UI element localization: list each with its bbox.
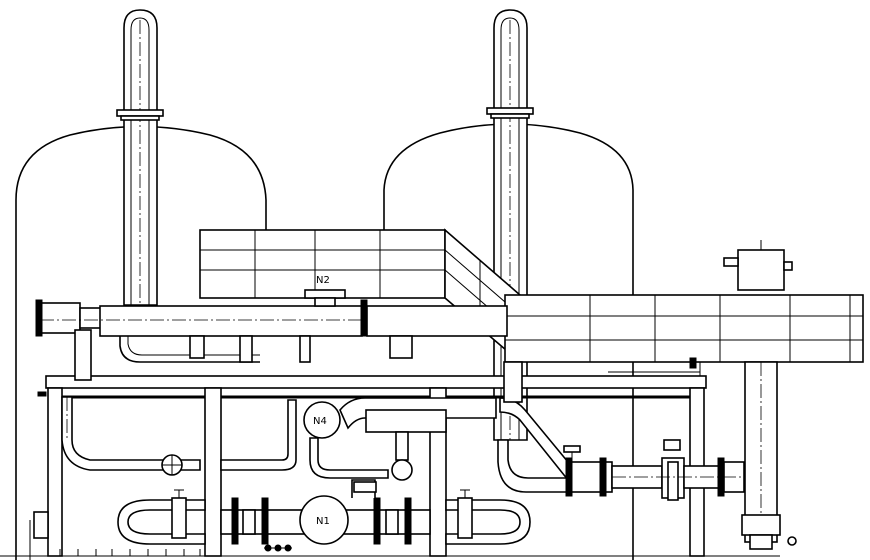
top-header-pipe: N2	[35, 275, 508, 363]
middle-piping: N4	[303, 397, 497, 481]
right-separator	[723, 240, 797, 550]
left-vent-stack	[116, 9, 164, 306]
center-pump-assembly: N1	[220, 479, 431, 552]
nozzle-label-n2: N2	[316, 275, 330, 286]
nozzle-label-n1: N1	[316, 516, 330, 527]
right-outlet-piping	[497, 357, 745, 501]
nozzle-label-n4: N4	[313, 416, 327, 427]
lower-u-bend-right	[445, 489, 531, 545]
left-drain-piping	[61, 329, 297, 476]
lower-u-bend-left	[117, 489, 206, 545]
base-line	[0, 549, 780, 557]
